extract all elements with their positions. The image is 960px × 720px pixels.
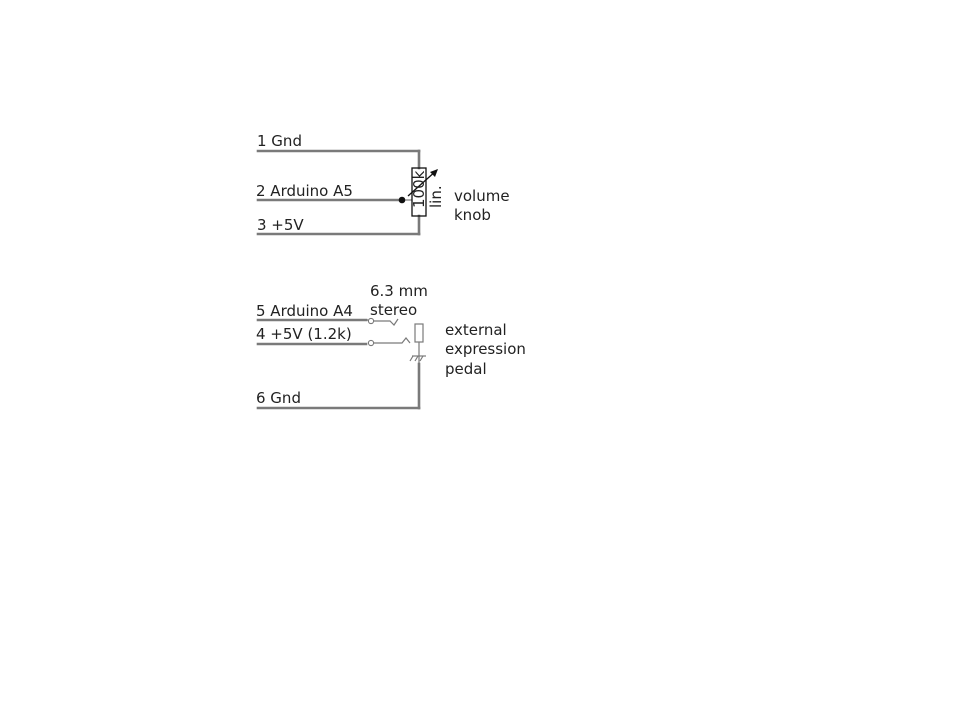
arrow-head-icon	[430, 169, 438, 177]
ring-contact-icon	[367, 339, 375, 347]
jack-sleeve-icon	[414, 323, 424, 343]
volume-knob-label-line1: volume	[454, 187, 510, 205]
jack-type-label-line2: stereo	[370, 301, 417, 319]
pedal-label-line3: pedal	[445, 360, 487, 378]
volume-knob-label-line2: knob	[454, 206, 491, 224]
pin-1-label: 1 Gnd	[257, 132, 302, 150]
junction-dot	[398, 196, 406, 204]
volume-knob-circuit: 1 Gnd 2 Arduino A5 3 +5V 100k lin. volum…	[256, 132, 510, 236]
pin-5-label: 5 Arduino A4	[256, 302, 353, 320]
pedal-label-line1: external	[445, 321, 507, 339]
pedal-label-line2: expression	[445, 340, 526, 358]
pin-6-label: 6 Gnd	[256, 389, 301, 407]
pin-2-label: 2 Arduino A5	[256, 182, 353, 200]
adjustable-arrow-icon	[407, 169, 438, 197]
jack-type-label-line1: 6.3 mm	[370, 282, 428, 300]
pin-4-label: 4 +5V (1.2k)	[256, 325, 352, 343]
expression-pedal-circuit: 6.3 mm stereo 5 Arduino A4 4 +5V (1.2k) …	[256, 282, 526, 410]
pin-3-label: 3 +5V	[257, 216, 304, 234]
resistor-value-label: 100k	[410, 170, 428, 208]
stereo-jack-symbol	[366, 317, 426, 364]
tip-contact-icon	[367, 317, 375, 325]
taper-label: lin.	[427, 185, 445, 208]
